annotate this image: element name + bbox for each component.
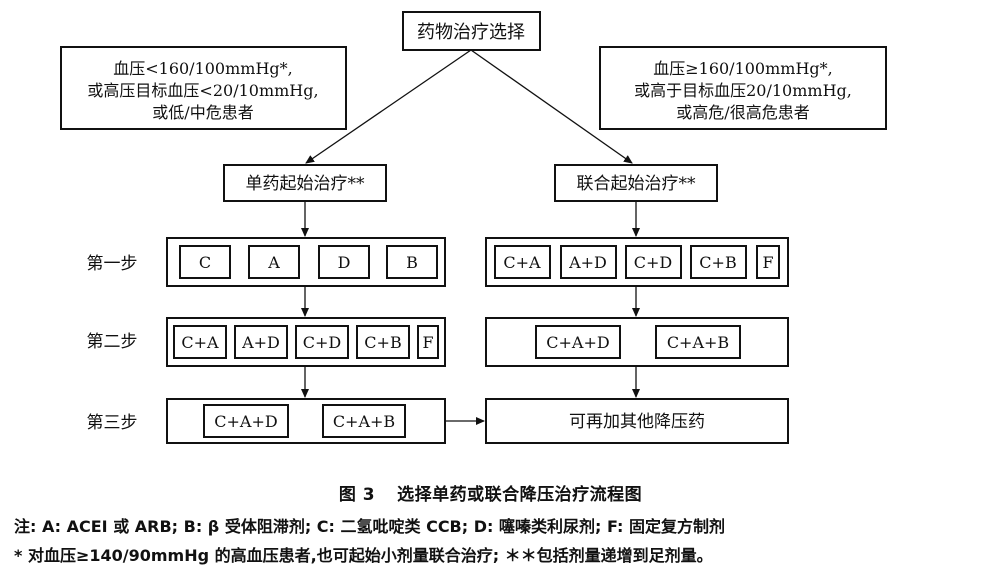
left-step2-item: [295, 325, 349, 359]
left-condition-line1: 血压<160/100mmHg*,: [113, 59, 293, 78]
right-start-label: 联合起始治疗**: [577, 174, 696, 194]
right-step1-item-label: A+D: [568, 253, 607, 272]
step-label-1: 第一步: [87, 254, 138, 274]
left-step2-item: [173, 325, 227, 359]
left-start-box: [223, 164, 387, 202]
arrow-root-left: [305, 49, 472, 164]
left-step3-item-label: C+A+B: [333, 412, 395, 431]
right-step1-item-label: C+B: [699, 253, 736, 272]
note-line-1: 注: A: ACEI 或 ARB; B: β 受体阻滞剂; C: 二氢吡啶类 C…: [14, 517, 725, 536]
left-step2-item-label: A+D: [241, 333, 280, 352]
right-step1-item-label: C+A: [503, 253, 541, 272]
right-step1-item: [560, 245, 617, 279]
left-step1-item: [248, 245, 300, 279]
left-step1-item: [318, 245, 370, 279]
left-step2-item: [356, 325, 410, 359]
right-step2-container: [485, 317, 789, 367]
left-step2-item-label: C+A: [181, 333, 219, 352]
left-step3-item: [322, 404, 406, 438]
step-label-3: 第三步: [87, 413, 138, 433]
left-step1-item-label: D: [338, 253, 351, 272]
left-step3-item: [203, 404, 289, 438]
right-step1-item: [690, 245, 747, 279]
left-condition-box: [60, 46, 347, 130]
right-step3-box: [485, 398, 789, 444]
right-step3-label: 可再加其他降压药: [569, 412, 705, 432]
left-step2-item: [234, 325, 288, 359]
right-start-box: [554, 164, 718, 202]
note-line-2: * 对血压≥140/90mmHg 的高血压患者,也可起始小剂量联合治疗; ＊＊包…: [14, 546, 713, 565]
right-step1-item: [625, 245, 682, 279]
left-condition-line3: 或低/中危患者: [152, 103, 253, 122]
right-step2-item-label: C+A+D: [546, 333, 609, 352]
right-condition-line2: 或高于目标血压20/10mmHg,: [634, 81, 852, 100]
right-step1-item-label: F: [762, 253, 773, 272]
right-step1-item: [494, 245, 551, 279]
flowchart: 药物治疗选择 血压<160/100mmHg*, 或高压目标血压<20/10mmH…: [60, 11, 887, 444]
right-condition-line1: 血压≥160/100mmHg*,: [653, 59, 833, 78]
left-step1-item: [386, 245, 438, 279]
left-step3-item-label: C+A+D: [214, 412, 277, 431]
left-step2-item-label: C+D: [303, 333, 341, 352]
right-condition-box: [599, 46, 887, 130]
root-label: 药物治疗选择: [417, 22, 525, 43]
right-step2-item-label: C+A+B: [667, 333, 729, 352]
left-step2-item-label: C+B: [364, 333, 401, 352]
step-label-2: 第二步: [87, 332, 138, 352]
right-step2-item: [655, 325, 741, 359]
left-step2-item-label: F: [422, 333, 433, 352]
left-step1-item-label: B: [406, 253, 418, 272]
root-box: [402, 11, 541, 51]
right-step1-item-label: C+D: [634, 253, 672, 272]
right-step2-item: [535, 325, 621, 359]
left-condition-line2: 或高压目标血压<20/10mmHg,: [87, 81, 318, 100]
figure-number: 图 3: [338, 485, 376, 505]
right-step1-item: [756, 245, 780, 279]
arrow-root-right: [470, 49, 633, 164]
left-step1-item: [179, 245, 231, 279]
left-step1-item-label: A: [267, 253, 280, 272]
figure-title: 选择单药或联合降压治疗流程图: [397, 485, 643, 505]
left-step2-item: [417, 325, 439, 359]
left-start-label: 单药起始治疗**: [246, 174, 365, 194]
left-step1-item-label: C: [199, 253, 211, 272]
right-condition-line3: 或高危/很高危患者: [676, 103, 809, 122]
figure-caption: 图 3 选择单药或联合降压治疗流程图: [0, 480, 981, 505]
